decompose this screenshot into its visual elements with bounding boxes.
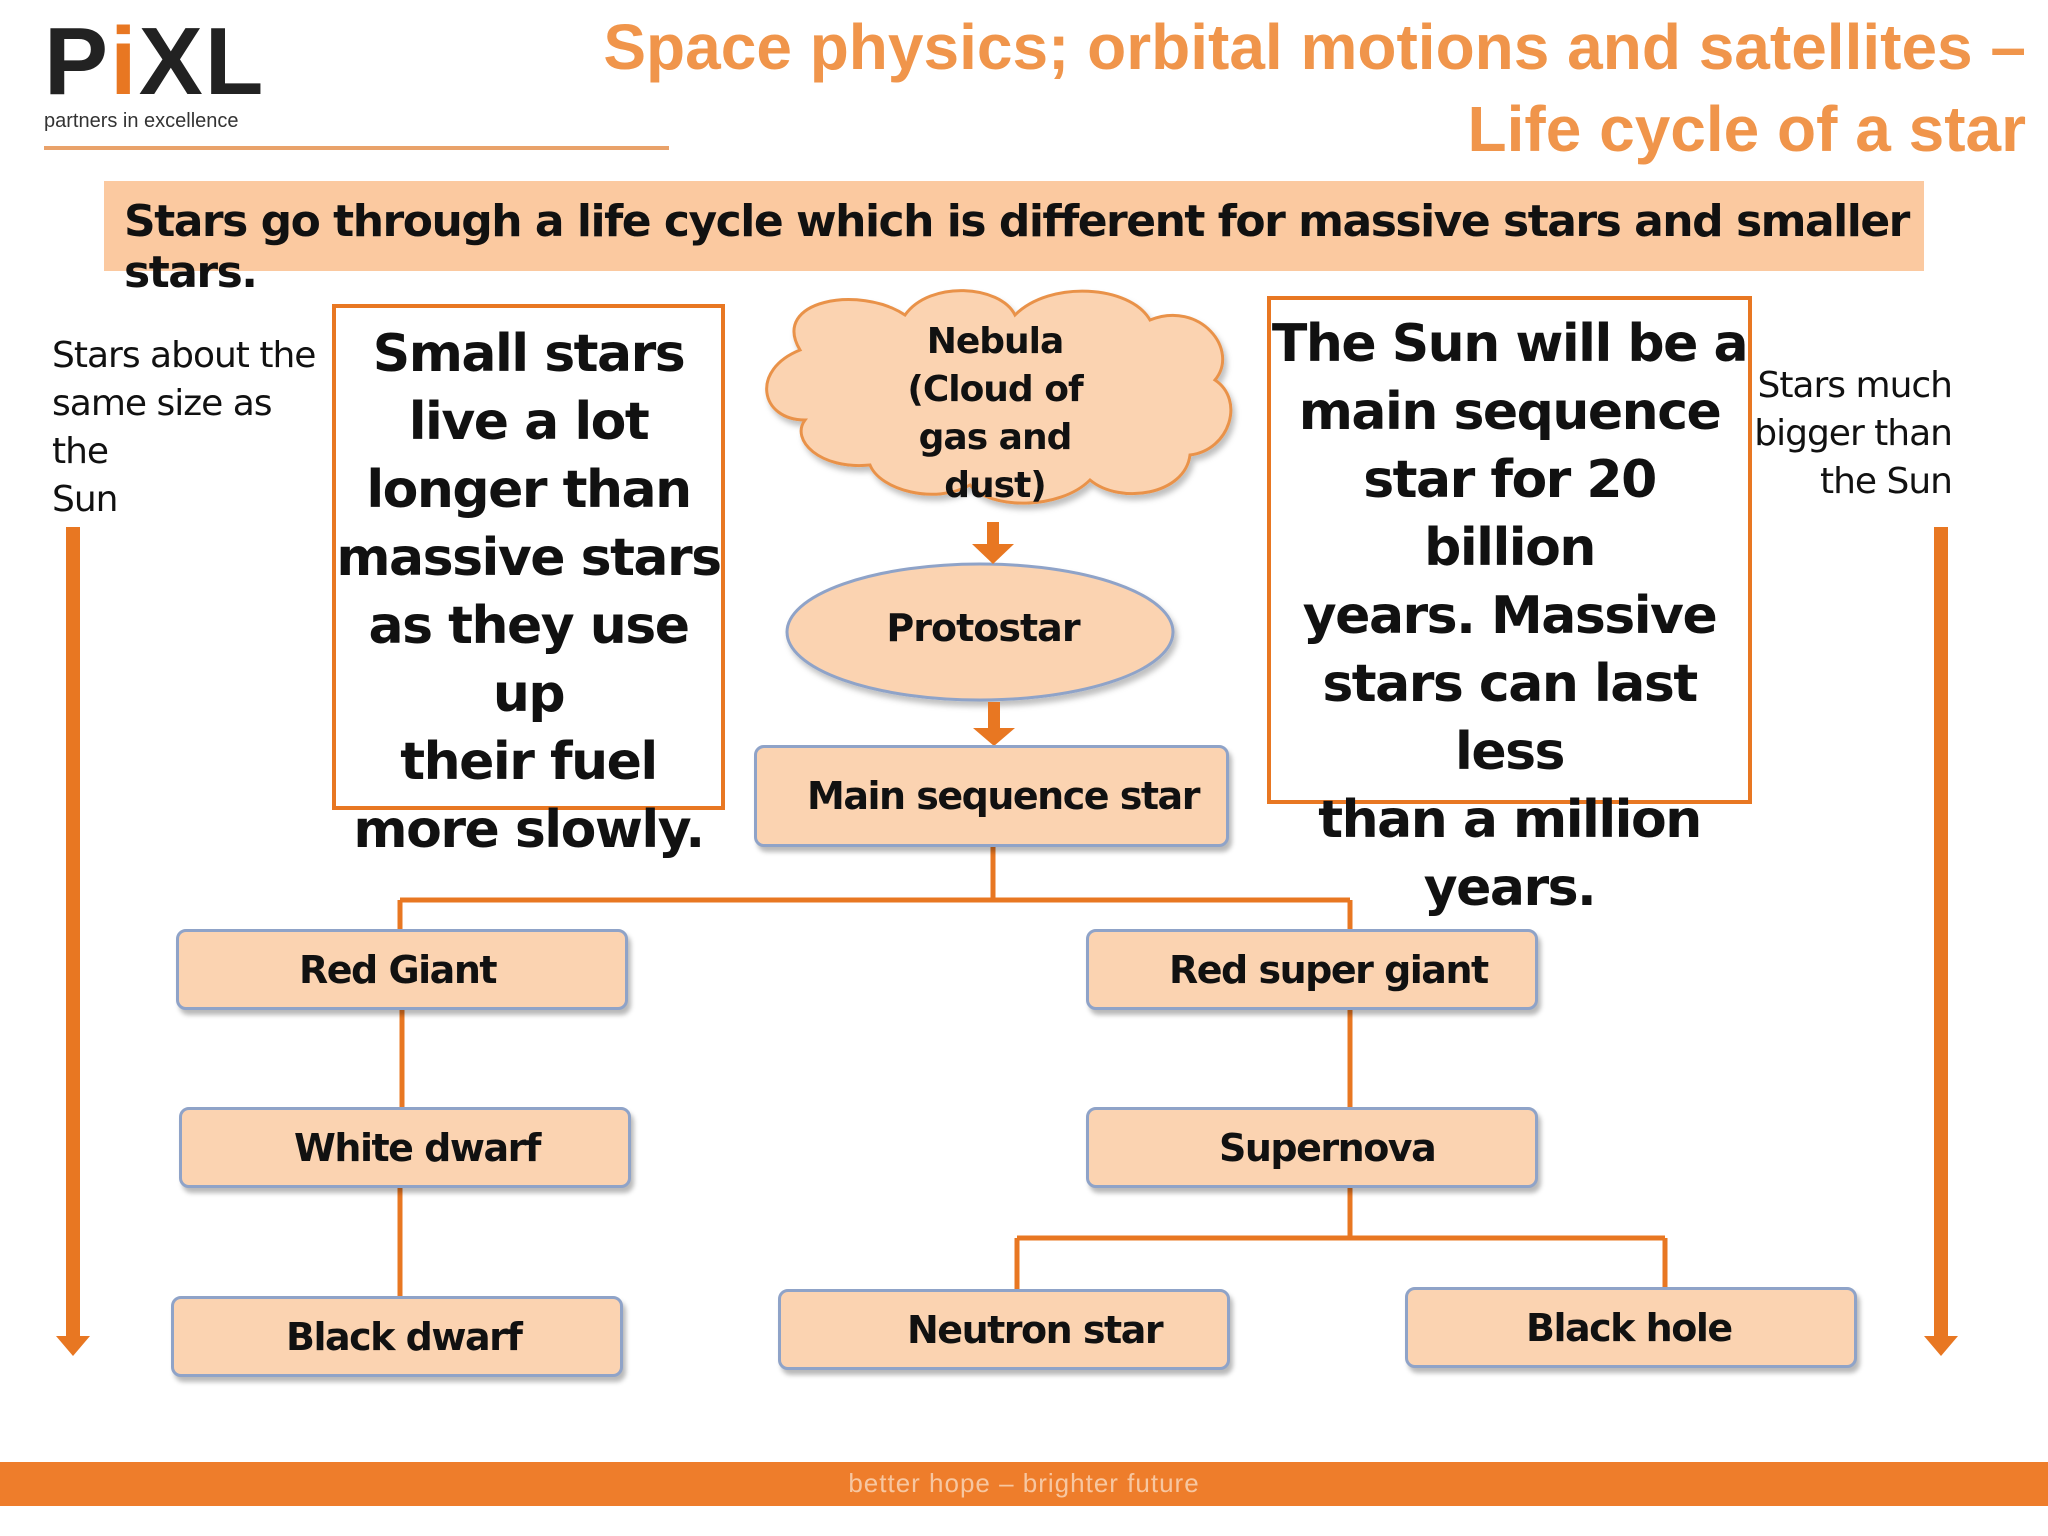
- right-side-label-line: Stars much: [1757, 365, 1953, 406]
- protostar-ellipse: [785, 562, 1175, 702]
- connector-lines: [397, 847, 1668, 1296]
- black-hole-label: Black hole: [1526, 1305, 1733, 1350]
- nebula-cloud: [765, 289, 1233, 505]
- info-line: Small stars: [372, 324, 686, 384]
- left-side-label: Stars about the same size as the Sun: [52, 332, 332, 524]
- info-line: years.: [1423, 858, 1597, 918]
- supernova-node: Supernova: [1086, 1107, 1538, 1188]
- nebula-label: Nebula (Cloud of gas and dust): [880, 318, 1110, 510]
- logo-letter-i: i: [110, 8, 139, 115]
- info-line: longer than: [366, 460, 692, 520]
- intro-text: Stars go through a life cycle which is d…: [124, 196, 1910, 298]
- left-down-arrow: [56, 527, 90, 1356]
- main-sequence-star-node: Main sequence star: [754, 745, 1229, 847]
- left-side-label-line: Sun: [52, 479, 118, 520]
- right-down-arrow: [1924, 527, 1958, 1356]
- nebula-label-line: (Cloud of: [907, 369, 1083, 410]
- info-line: The Sun will be a: [1271, 314, 1749, 374]
- right-side-label: Stars much bigger than the Sun: [1712, 362, 1953, 506]
- info-line: as they use up: [368, 596, 690, 724]
- info-line: main sequence: [1298, 382, 1722, 442]
- nebula-label-line: Nebula: [926, 321, 1065, 362]
- info-line: star for 20 billion: [1363, 450, 1657, 578]
- slide-title-line2: Life cycle of a star: [1467, 93, 2026, 165]
- white-dwarf-label: White dwarf: [294, 1125, 541, 1170]
- main-sequence-star-label: Main sequence star: [807, 774, 1200, 818]
- pixl-logo: PiXL: [44, 14, 265, 110]
- nebula-to-protostar-arrow: [972, 522, 1014, 564]
- neutron-star-label: Neutron star: [907, 1307, 1164, 1352]
- white-dwarf-node: White dwarf: [179, 1107, 631, 1188]
- info-line: massive stars: [336, 528, 722, 588]
- logo-letters-p: P: [44, 8, 111, 115]
- left-side-label-line: same size as the: [52, 383, 273, 472]
- logo-letters-xl: XL: [138, 8, 266, 115]
- red-giant-node: Red Giant: [176, 929, 628, 1010]
- footer-bar: [0, 1462, 2048, 1506]
- slide-title-line1: Space physics; orbital motions and satel…: [603, 11, 2026, 83]
- red-supergiant-label: Red super giant: [1169, 947, 1489, 992]
- black-dwarf-node: Black dwarf: [171, 1296, 623, 1377]
- left-side-label-line: Stars about the: [52, 335, 316, 376]
- info-line: live a lot: [408, 392, 650, 452]
- supernova-label: Supernova: [1219, 1125, 1437, 1170]
- info-line: stars can last less: [1322, 654, 1698, 782]
- logo-tagline: partners in excellence: [44, 110, 239, 132]
- header-divider: [44, 146, 669, 150]
- right-side-label-line: bigger than: [1754, 413, 1953, 454]
- neutron-star-node: Neutron star: [778, 1289, 1230, 1370]
- red-supergiant-node: Red super giant: [1086, 929, 1538, 1010]
- nebula-label-line: dust): [944, 465, 1047, 506]
- small-stars-info-box: Small stars live a lot longer than massi…: [332, 304, 725, 860]
- black-dwarf-label: Black dwarf: [286, 1314, 523, 1359]
- footer-slogan: better hope – brighter future: [848, 1468, 1200, 1498]
- black-hole-node: Black hole: [1405, 1287, 1857, 1368]
- protostar-label: Protostar: [886, 606, 1080, 650]
- right-side-label-line: the Sun: [1819, 461, 1953, 502]
- info-line: years. Massive: [1302, 586, 1718, 646]
- info-line: than a million: [1318, 790, 1702, 850]
- red-giant-label: Red Giant: [299, 947, 498, 992]
- info-line: their fuel: [400, 732, 658, 792]
- info-line: more slowly.: [353, 800, 705, 860]
- protostar-to-main-sequence-arrow: [973, 702, 1015, 746]
- intro-banner: [104, 181, 1924, 271]
- slide-title: Space physics; orbital motions and satel…: [526, 6, 2026, 170]
- sun-lifespan-info-box: The Sun will be a main sequence star for…: [1267, 296, 1752, 918]
- nebula-label-line: gas and: [918, 417, 1073, 458]
